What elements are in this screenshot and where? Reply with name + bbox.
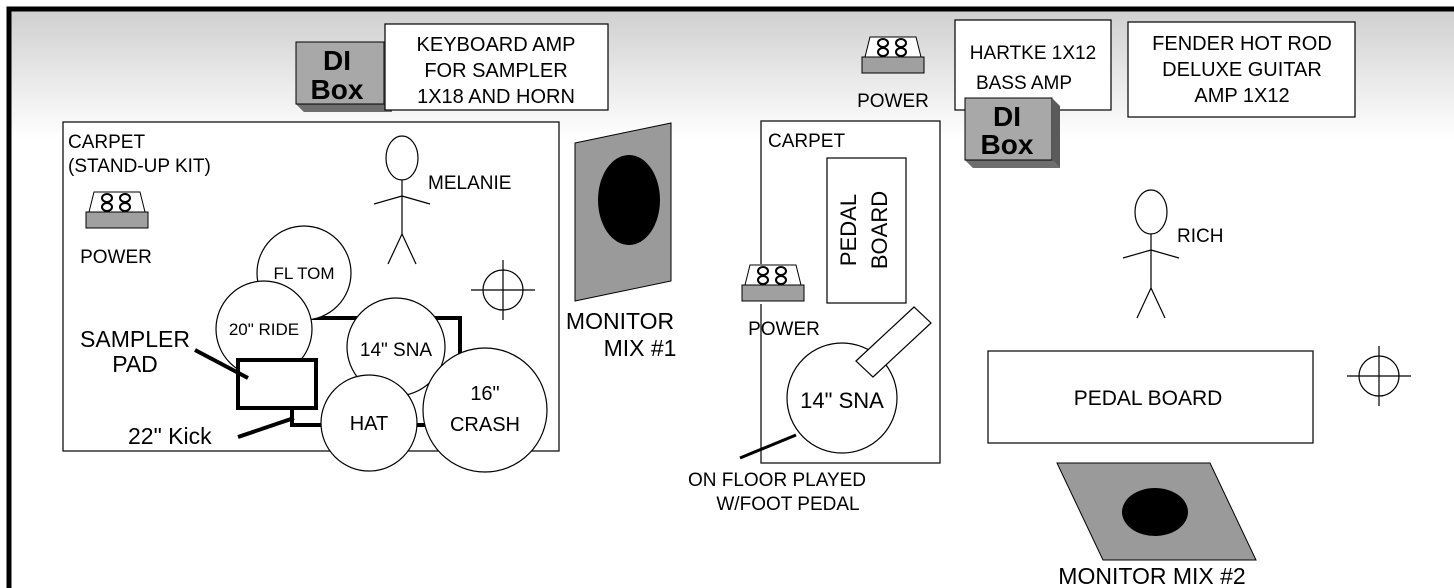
keyboard-amp-line-3: 1X18 AND HORN [417, 86, 575, 108]
sampler-pad-label-line-2: PAD [112, 351, 158, 377]
floor-note-pointer [739, 433, 797, 460]
performer-melanie: MELANIE [373, 135, 511, 265]
monitor-2-label: MONITOR MIX #2 [1058, 563, 1245, 588]
fender-amp-line-3: AMP 1X12 [1194, 85, 1289, 107]
di-box-left-line-2: Box [311, 74, 364, 105]
monitor-mix-2: MONITOR MIX #2 [1056, 462, 1257, 588]
di-box-left: DI Box [295, 41, 392, 112]
snare-right: 14" SNA [786, 306, 932, 454]
power-mid: POWER [736, 264, 820, 340]
power-top-label: POWER [857, 91, 929, 112]
pedal-board-vertical-line-2: BOARD [867, 191, 892, 269]
fender-guitar-amp: FENDER HOT ROD DELUXE GUITAR AMP 1X12 [1127, 21, 1356, 118]
monitor-1-line-1: MONITOR [566, 308, 674, 334]
crash-label-line-2: CRASH [450, 414, 520, 436]
crash-cymbal [422, 347, 548, 473]
keyboard-amp: KEYBOARD AMP FOR SAMPLER 1X18 AND HORN [384, 23, 609, 111]
fender-amp-line-2: DELUXE GUITAR [1162, 59, 1322, 81]
pedal-board-label: PEDAL BOARD [1074, 387, 1223, 410]
keyboard-amp-line-2: FOR SAMPLER [424, 60, 567, 82]
drum-kit: FL TOM 20" RIDE 14" SNA 16" CRASH HAT [215, 225, 548, 473]
sampler-pad-pointer [194, 348, 249, 380]
floor-tom-label: FL TOM [273, 264, 334, 283]
carpet-left-line-2: (STAND-UP KIT) [68, 156, 211, 177]
performer-rich: RICH [1122, 189, 1223, 319]
ride-label: 20" RIDE [229, 320, 299, 339]
rich-label: RICH [1177, 226, 1223, 247]
di-box-right: DI Box [964, 97, 1060, 168]
melanie-label: MELANIE [428, 173, 511, 194]
floor-note-line-1: ON FLOOR PLAYED [688, 470, 866, 491]
power-mid-label: POWER [748, 319, 820, 340]
carpet-left-line-1: CARPET [68, 132, 145, 153]
power-left-label: POWER [80, 247, 152, 268]
pedal-board: PEDAL BOARD [987, 350, 1314, 444]
keyboard-amp-line-1: KEYBOARD AMP [417, 34, 576, 56]
hartke-amp-line-1: HARTKE 1X12 [970, 43, 1096, 64]
di-box-right-line-1: DI [993, 101, 1021, 132]
floor-note-line-2: W/FOOT PEDAL [716, 494, 859, 515]
hi-hat [320, 374, 418, 472]
sampler-pad-label-line-1: SAMPLER [80, 326, 190, 352]
kick-label: 22" Kick [128, 423, 212, 449]
kick-pointer [237, 416, 295, 439]
pedal-board-vertical: PEDAL BOARD [826, 157, 907, 304]
monitor-1-line-2: MIX #1 [604, 335, 677, 361]
hartke-bass-amp: HARTKE 1X12 BASS AMP [954, 19, 1112, 111]
fender-amp-line-1: FENDER HOT ROD [1152, 33, 1332, 55]
snare-right-label: 14" SNA [800, 388, 884, 413]
power-left: POWER [80, 191, 152, 268]
di-box-left-line-1: DI [323, 45, 351, 76]
monitor-mix-1: MONITOR MIX #1 [566, 122, 677, 361]
di-box-right-line-2: Box [981, 129, 1034, 160]
hartke-amp-line-2: BASS AMP [976, 73, 1072, 94]
pedal-board-vertical-line-1: PEDAL [836, 194, 861, 266]
hi-hat-label: HAT [350, 413, 389, 435]
sampler-pad [236, 358, 318, 410]
crash-label-line-1: 16" [470, 383, 499, 405]
snare-left-label: 14" SNA [360, 340, 433, 361]
carpet-right-label: CARPET [768, 131, 845, 152]
power-top: POWER [857, 36, 929, 112]
